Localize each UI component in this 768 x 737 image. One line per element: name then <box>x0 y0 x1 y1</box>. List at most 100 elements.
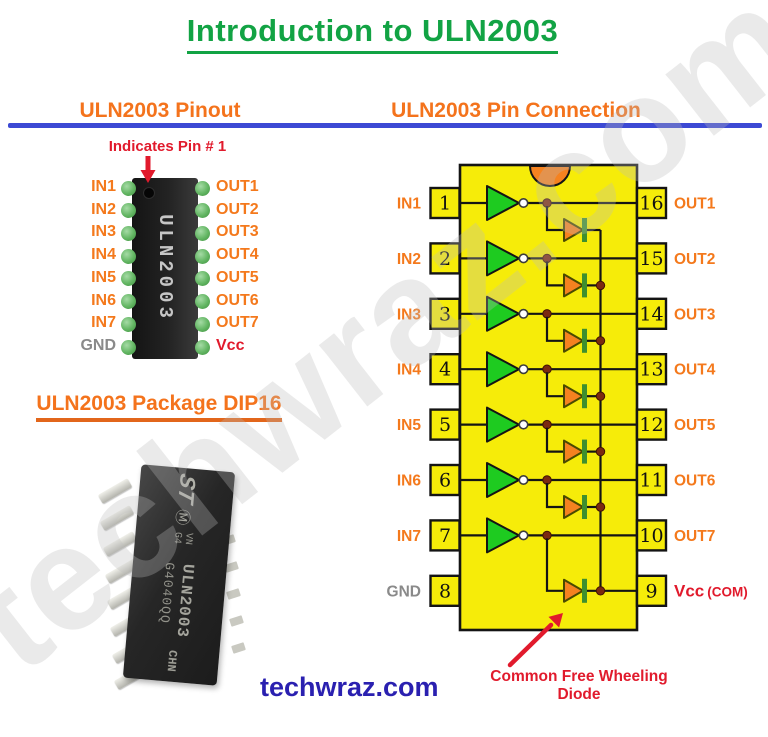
pin-nub-icon <box>121 294 136 310</box>
pinout-right-label: OUT4 <box>216 246 259 264</box>
junction-dot <box>542 530 552 541</box>
schematic-right-label: OUT1 <box>674 196 716 213</box>
page-title: Introduction to ULN2003 <box>186 13 559 54</box>
pinout-right-label: Vcc <box>216 337 245 355</box>
pin-nub-icon <box>121 271 136 287</box>
buffer-gate-icon <box>486 351 520 388</box>
pin-nub-icon <box>195 225 210 241</box>
left-pin-box <box>429 297 461 330</box>
pinout-left-label: GND <box>80 337 116 355</box>
schematic-right-label: OUT2 <box>674 251 715 268</box>
junction-dot <box>542 253 552 264</box>
pin-nub-icon <box>195 294 210 310</box>
pin-nub-icon <box>195 248 210 264</box>
pin-nub-icon <box>121 248 136 264</box>
pin-nub-icon <box>195 339 210 355</box>
pin-nub-icon <box>121 203 136 219</box>
pin-nub-icon <box>121 339 136 355</box>
left-pin-number: 3 <box>439 303 451 325</box>
left-pin-box <box>429 574 461 607</box>
junction-dot <box>542 419 552 430</box>
bus-junction-dot <box>595 391 606 401</box>
pinout-left-label: IN5 <box>91 268 116 286</box>
schematic-left-label: IN7 <box>397 528 421 545</box>
bus-junction-dot <box>595 336 606 346</box>
pinout-left-label: IN4 <box>91 246 116 264</box>
pin-nub-icon <box>195 316 210 332</box>
right-pin-box <box>635 408 668 441</box>
inverter-bubble-icon <box>518 308 529 319</box>
buffer-gate-icon <box>486 462 520 498</box>
right-pin-number: 15 <box>639 248 663 270</box>
package-heading-wrap: ULN2003 Package DIP16 <box>0 392 318 422</box>
buffer-gate-icon <box>486 185 520 221</box>
inverter-bubble-icon <box>518 364 529 375</box>
package-heading: ULN2003 Package DIP16 <box>36 392 282 422</box>
diode-note-arrow-icon <box>507 622 554 668</box>
right-pin-number: 12 <box>639 414 663 436</box>
left-pin-box <box>429 408 461 441</box>
right-pin-number: 13 <box>639 359 663 381</box>
diode-wire <box>545 316 564 342</box>
flyback-diode-icon <box>563 578 584 603</box>
right-pin-number: 10 <box>639 525 663 547</box>
buffer-gate-icon <box>486 240 520 277</box>
pin1-indicator-dot <box>143 187 155 199</box>
left-pin-number: 6 <box>439 470 451 492</box>
pin-nub-icon <box>195 271 210 287</box>
pin-nub-icon <box>121 316 136 332</box>
pinout-right-label: OUT6 <box>216 291 259 309</box>
site-credit: techwraz.com <box>260 672 439 702</box>
inverter-bubble-icon <box>518 198 529 209</box>
junction-dot <box>542 364 552 374</box>
left-pin-number: 5 <box>439 414 451 436</box>
right-pin-number: 9 <box>645 580 657 602</box>
right-pin-number: 16 <box>639 193 663 215</box>
schematic-left-label: IN1 <box>397 196 422 213</box>
schematic-right-label: OUT5 <box>674 417 716 434</box>
right-pin-box <box>635 297 668 330</box>
flyback-diode-icon <box>563 273 584 298</box>
section-divider-line <box>8 123 762 128</box>
left-pin-box <box>429 519 461 552</box>
junction-dot <box>542 475 552 485</box>
flyback-diode-icon <box>563 384 584 409</box>
flyback-diode-icon <box>563 218 584 242</box>
right-pin-box <box>635 463 668 497</box>
diode-wire <box>545 261 564 287</box>
schematic-right-label: OUT6 <box>674 473 716 490</box>
connection-heading: ULN2003 Pin Connection <box>391 99 641 122</box>
junction-dot <box>542 309 552 319</box>
right-pin-number: 14 <box>639 303 663 325</box>
bus-junction-dot <box>595 586 606 596</box>
pin-nub-icon <box>195 180 210 196</box>
right-pin-box <box>635 519 668 552</box>
schematic-left-label: IN4 <box>397 362 422 379</box>
pinout-left-label: IN1 <box>91 178 116 195</box>
pinout-left-label: IN6 <box>91 291 116 309</box>
inverter-bubble-icon <box>518 530 529 541</box>
schematic-left-label: IN5 <box>397 417 422 434</box>
pinout-right-label: OUT2 <box>216 200 259 218</box>
diode-wire <box>545 372 564 398</box>
buffer-gate-icon <box>486 295 520 332</box>
left-pin-box <box>429 242 461 275</box>
left-pin-number: 8 <box>439 580 451 602</box>
notch-icon <box>528 165 572 187</box>
pinout-right-label: OUT5 <box>216 268 259 286</box>
junction-dot <box>542 198 552 208</box>
pin-nub-icon <box>121 225 136 241</box>
schematic-right-label: OUT4 <box>674 362 716 379</box>
left-pin-number: 7 <box>439 525 451 547</box>
pinout-right-label: OUT1 <box>216 178 259 195</box>
flyback-diode-icon <box>563 495 584 519</box>
left-pin-box <box>429 353 461 386</box>
pinout-heading: ULN2003 Pinout <box>79 99 241 122</box>
schematic-left-label: IN6 <box>397 473 422 490</box>
diode-wire <box>545 538 564 592</box>
pin-nub-icon <box>195 203 210 219</box>
schematic-left-label: IN3 <box>397 306 422 323</box>
flyback-diode-icon <box>563 439 584 464</box>
inverter-bubble-icon <box>518 474 529 485</box>
